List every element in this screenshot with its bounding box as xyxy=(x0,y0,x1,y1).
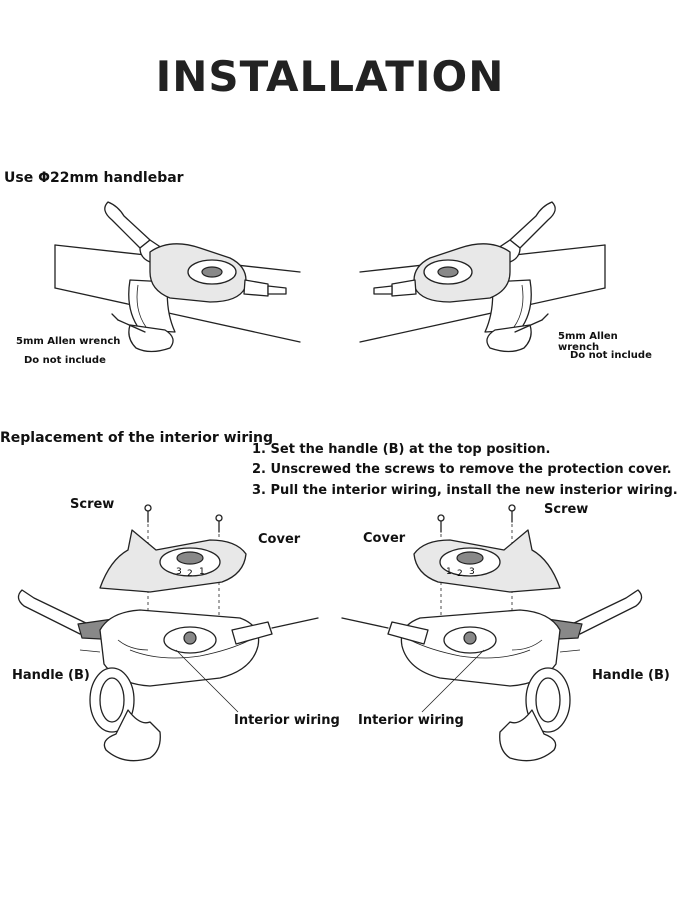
right-dial-2: 2 xyxy=(457,569,463,579)
left-dial-1: 1 xyxy=(199,567,205,577)
left-screw-label: Screw xyxy=(70,497,115,512)
right-shifter-on-handlebar-illustration xyxy=(359,201,606,353)
left-dial-3: 3 xyxy=(176,567,182,577)
left-cover-label: Cover xyxy=(258,532,301,547)
right-cover-label: Cover xyxy=(363,531,406,546)
right-wrench-note-line1: 5mm Allen wrench xyxy=(558,331,618,353)
left-shifter-on-handlebar-illustration xyxy=(54,201,301,353)
left-wiring-label: Interior wiring xyxy=(234,713,340,728)
screw-icon xyxy=(437,504,516,533)
step-1: 1. Set the handle (B) at the top positio… xyxy=(252,442,551,457)
handlebar-heading: Use Φ22mm handlebar xyxy=(4,170,184,186)
right-handle-label: Handle (B) xyxy=(592,668,670,683)
screw-icon xyxy=(144,504,223,533)
left-wrench-note-line1: 5mm Allen wrench xyxy=(16,336,121,347)
left-wrench-note-line2: Do not include xyxy=(24,355,106,366)
left-exploded-shifter-illustration: 3 2 1 xyxy=(17,504,319,762)
right-dial-1: 1 xyxy=(446,567,452,577)
page-title: INSTALLATION xyxy=(155,52,505,101)
right-screw-label: Screw xyxy=(544,502,589,517)
step-3: 3. Pull the interior wiring, install the… xyxy=(252,483,678,498)
left-handle-label: Handle (B) xyxy=(12,668,90,683)
right-exploded-shifter-illustration: 1 2 3 xyxy=(341,504,643,762)
left-dial-2: 2 xyxy=(187,569,193,579)
step-2: 2. Unscrewed the screws to remove the pr… xyxy=(252,462,672,477)
right-wrench-note-line2: Do not include xyxy=(570,350,652,361)
right-dial-3: 3 xyxy=(469,567,475,577)
wiring-heading: Replacement of the interior wiring xyxy=(0,430,274,446)
right-wiring-label: Interior wiring xyxy=(358,713,464,728)
